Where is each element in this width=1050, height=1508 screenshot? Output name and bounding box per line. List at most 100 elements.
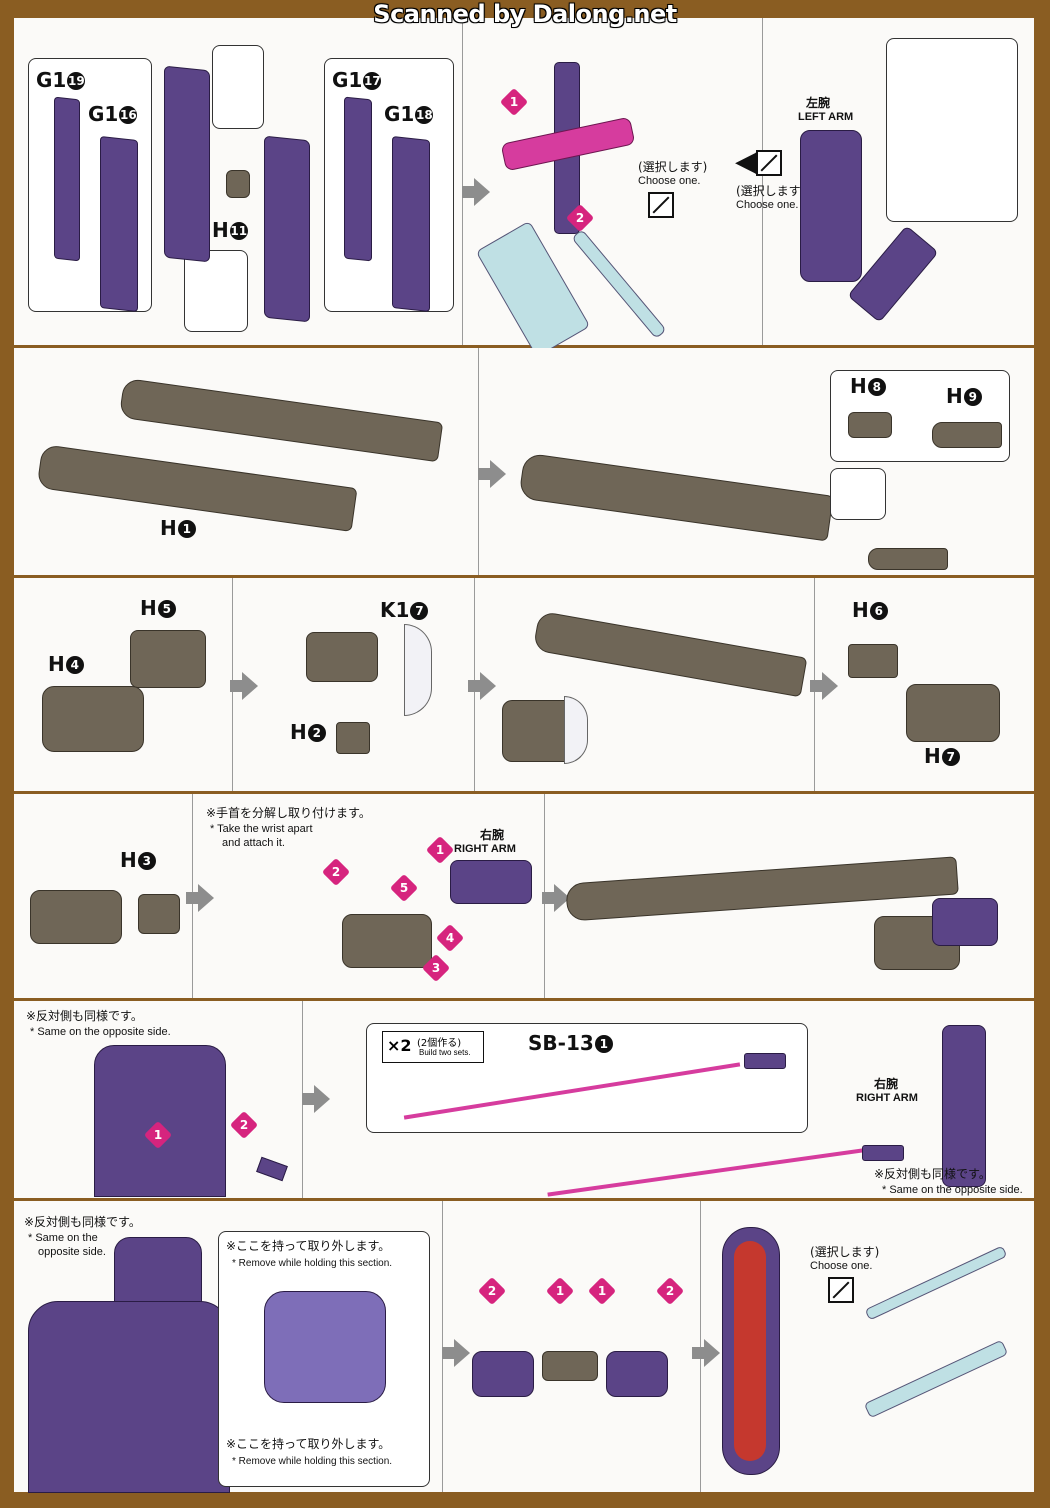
choose-note-en: Choose one.: [810, 1260, 873, 1272]
choose-note-en: Choose one.: [638, 175, 701, 187]
detail-inset-h11-bottom: [184, 250, 248, 332]
step-marker-3: 3: [421, 953, 451, 983]
opposite-note-jp: ※反対側も同様です。: [24, 1215, 141, 1229]
rifle-assembled: [518, 452, 834, 542]
rifle-half-h1: [36, 444, 358, 532]
opposite2-note-jp: ※反対側も同様です。: [874, 1167, 991, 1181]
step-marker-2: 2: [565, 203, 595, 233]
step-cell-6b: 2 1 1 2: [442, 1201, 701, 1492]
handle-part-h5: [130, 630, 206, 688]
step-marker-2b: 2: [655, 1276, 685, 1306]
rifle-full: [565, 856, 959, 922]
select-icon: [648, 192, 674, 218]
wing-panel-left: [472, 1351, 534, 1397]
step-marker-2: 2: [229, 1110, 259, 1140]
opposite-note-jp: ※反対側も同様です。: [26, 1009, 143, 1023]
step-cell-6a: ※反対側も同様です。 * Same on the opposite side. …: [14, 1201, 443, 1493]
left-arm-jp: 左腕: [806, 96, 831, 110]
step-cell-4b: ※手首を分解し取り付けます。 * Take the wrist apart an…: [192, 794, 545, 998]
step-cell-3c: [474, 578, 815, 791]
step-row-2: H10 H1 H8 H9: [14, 348, 1034, 578]
handle-part-center: [342, 914, 432, 968]
build-note-jp: (2個作る): [417, 1038, 462, 1049]
select-icon: [828, 1277, 854, 1303]
right-arm-holding: [932, 898, 998, 946]
trigger-part-h6: [848, 644, 898, 678]
step-marker-1a: 1: [545, 1276, 575, 1306]
armor-part-g1-17: [344, 96, 372, 262]
right-arm-en: RIGHT ARM: [454, 843, 516, 855]
hold2-note-jp: ※ここを持って取り外します。: [226, 1437, 391, 1451]
wing-center-joint: [542, 1351, 598, 1381]
build-note-en: Build two sets.: [419, 1048, 471, 1057]
peg-part-h11: [226, 170, 250, 198]
grip-assembly: [306, 632, 378, 682]
opposite-note-en2: opposite side.: [38, 1246, 106, 1258]
hold2-note-en: * Remove while holding this section.: [232, 1456, 393, 1467]
right-arm-jp: 右腕: [874, 1077, 899, 1091]
armor-part-center-1: [164, 65, 210, 263]
step-marker-1: 1: [425, 835, 455, 865]
muzzle-part-h9: [932, 422, 1002, 448]
flow-arrow: [186, 884, 214, 912]
multiplier-text: ×2: [387, 1036, 412, 1055]
wrist-note-en2: and attach it.: [222, 837, 285, 849]
step-cell-1c: ◀▶ (選択します) Choose one. 左腕 LEFT ARM: [736, 18, 1034, 345]
saber-hilt: [744, 1053, 786, 1069]
armor-part-g1-19: [54, 96, 80, 262]
shoulder-armor-detail: [264, 1291, 386, 1403]
saber-hilt-assembled: [862, 1145, 904, 1161]
gundam-torso: [94, 1045, 226, 1197]
flow-arrow: [810, 672, 838, 700]
step-cell-6c: (選択します) Choose one.: [700, 1201, 1034, 1492]
wing-panel-right: [606, 1351, 668, 1397]
right-arm-column: [942, 1025, 986, 1187]
left-arm-assembly: [800, 130, 862, 282]
wing-red-panel: [734, 1241, 766, 1461]
armor-part-g1-16: [100, 136, 138, 312]
step-marker-4: 4: [435, 923, 465, 953]
clear-grip-cover: [564, 696, 588, 764]
flow-arrow: [302, 1085, 330, 1113]
hold-note-en: * Remove while holding this section.: [232, 1258, 393, 1269]
step-marker-1b: 1: [587, 1276, 617, 1306]
flow-arrow: [478, 460, 506, 488]
flow-arrow: [462, 178, 490, 206]
step-marker-5: 5: [389, 873, 419, 903]
step-row-6: ※反対側も同様です。 * Same on the opposite side. …: [14, 1201, 1034, 1493]
rifle-half-h10: [118, 377, 444, 463]
peg-part-h2: [336, 722, 370, 754]
step-row-5: ※反対側も同様です。 * Same on the opposite side. …: [14, 1001, 1034, 1201]
step-cell-1b: 1 2 (選択します) Choose one.: [462, 18, 763, 358]
handle-part-h4: [42, 686, 144, 752]
gundam-shoulder-body: [28, 1301, 230, 1493]
step-cell-2a: H10 H1: [14, 348, 479, 575]
muzzle-part-h8: [848, 412, 892, 438]
step-cell-5a: ※反対側も同様です。 * Same on the opposite side. …: [14, 1001, 303, 1198]
armor-part-g1-18: [392, 136, 430, 312]
detail-inset-arm: [886, 38, 1018, 222]
choose-note-jp: (選択します): [638, 160, 708, 174]
opposite-note-en1: * Same on the: [28, 1232, 98, 1244]
choose-note-jp: (選択します): [810, 1245, 880, 1259]
right-arm-forearm: [450, 860, 532, 904]
flow-arrow: [468, 672, 496, 700]
